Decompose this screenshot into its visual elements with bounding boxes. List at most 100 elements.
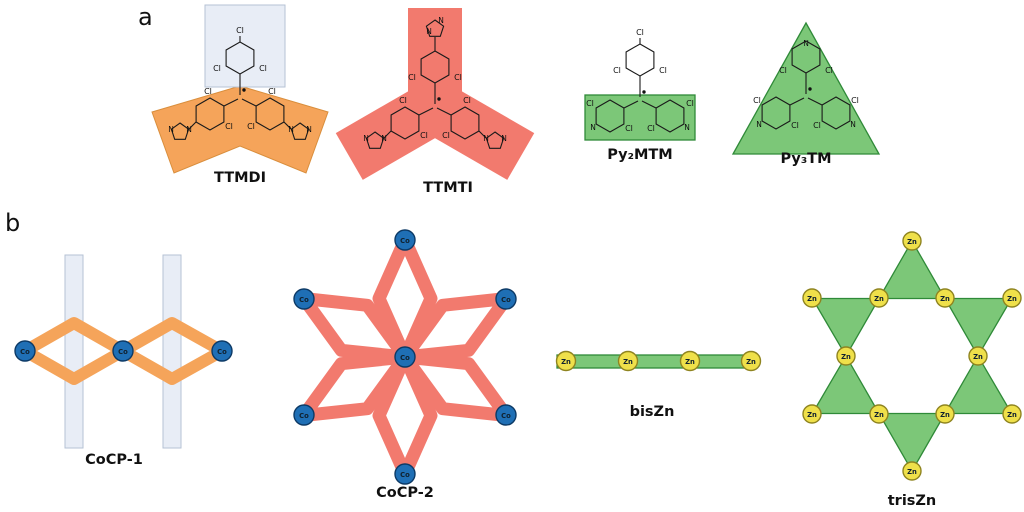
molecule-py2mtm: Cl Cl Cl Cl Cl Cl Cl N N: [584, 28, 696, 141]
zn-node: [802, 404, 822, 424]
triszn-triangle: [811, 297, 881, 358]
zn-node: [555, 350, 577, 372]
cl-label: Cl: [686, 99, 694, 108]
n-label: N: [438, 16, 444, 25]
co-node-label: Co: [118, 348, 128, 356]
cl-label: Cl: [851, 96, 859, 105]
py2mtm-name: Py₂MTM: [607, 147, 672, 163]
cl-label: Cl: [236, 26, 244, 35]
ttmdi-blue-panel: [204, 4, 286, 88]
zn-node-label: Zn: [907, 238, 917, 246]
co-node: [293, 288, 315, 310]
zn-node: [1002, 404, 1022, 424]
co-node-label: Co: [400, 354, 410, 362]
triszn-triangle: [877, 412, 947, 473]
zn-node: [935, 288, 955, 308]
radical-dot: [808, 87, 812, 91]
zn-node: [802, 288, 822, 308]
co-node: [495, 288, 517, 310]
triszn-triangle: [943, 297, 1013, 358]
cl-label: Cl: [791, 121, 799, 130]
bond: [188, 121, 197, 130]
n-label: N: [288, 125, 294, 134]
bond: [241, 98, 257, 107]
zn-node: [679, 350, 701, 372]
molecule-ttmdi: Cl Cl Cl Cl Cl Cl Cl N N N N: [151, 4, 329, 174]
zn-node-label: Zn: [1007, 411, 1017, 419]
cocp1-co-nodes: Co Co Co: [14, 340, 233, 362]
zn-node-label: Zn: [940, 295, 950, 303]
n-label: N: [684, 123, 690, 132]
triszn-name: trisZn: [888, 493, 937, 509]
zn-node-label: Zn: [907, 468, 917, 476]
cl-label: Cl: [225, 122, 233, 131]
co-node-label: Co: [299, 412, 309, 420]
triszn-triangle: [943, 354, 1013, 415]
zn-node: [1002, 288, 1022, 308]
cl-label: Cl: [825, 66, 833, 75]
cocp1-pillar: [162, 254, 182, 449]
zn-node-label: Zn: [807, 295, 817, 303]
zn-node: [869, 288, 889, 308]
cl-label: Cl: [204, 87, 212, 96]
cocp2-co-nodes: Co Co Co Co Co Co Co: [293, 229, 517, 485]
cl-label: Cl: [753, 96, 761, 105]
n-label: N: [186, 125, 192, 134]
n-label: N: [363, 134, 369, 143]
radical-dot: [242, 88, 246, 92]
zn-node: [836, 346, 856, 366]
cl-label: Cl: [259, 64, 267, 73]
cl-label: Cl: [647, 124, 655, 133]
triszn-zn-nodes: Zn Zn Zn Zn Zn Zn Zn Zn Zn Zn Zn Zn: [802, 231, 1022, 481]
bond: [383, 130, 392, 139]
cocp1-name: CoCP-1: [85, 452, 143, 468]
cl-label: Cl: [399, 96, 407, 105]
cl-label: Cl: [636, 28, 644, 37]
n-label: N: [756, 120, 762, 129]
molecule-ttmti: Cl Cl Cl Cl Cl Cl N N N N N N: [335, 8, 535, 180]
ttmti-name: TTMTI: [423, 180, 473, 196]
n-label: N: [850, 120, 856, 129]
cl-label: Cl: [213, 64, 221, 73]
cl-label: Cl: [408, 73, 416, 82]
zn-node-label: Zn: [973, 353, 983, 361]
zn-node-label: Zn: [874, 295, 884, 303]
n-label: N: [426, 27, 432, 36]
cl-label: Cl: [779, 66, 787, 75]
bond: [789, 97, 805, 106]
bond: [478, 130, 487, 139]
co-node: [495, 404, 517, 426]
zn-node-label: Zn: [940, 411, 950, 419]
cl-label: Cl: [268, 87, 276, 96]
py3tm-name: Py₃TM: [780, 151, 831, 167]
zn-node: [617, 350, 639, 372]
co-node-label: Co: [501, 412, 511, 420]
cocp2-name: CoCP-2: [376, 485, 434, 501]
benzene-ring: [625, 43, 655, 77]
assembly-biszn: Zn Zn Zn Zn: [555, 350, 762, 372]
zn-node-label: Zn: [1007, 295, 1017, 303]
molecule-py3tm: N Cl Cl Cl Cl Cl Cl N N: [731, 21, 881, 155]
assembly-triszn: Zn Zn Zn Zn Zn Zn Zn Zn Zn Zn Zn Zn: [802, 231, 1022, 481]
cl-label: Cl: [625, 124, 633, 133]
bond: [223, 98, 239, 107]
zn-node-label: Zn: [841, 353, 851, 361]
bond: [623, 100, 639, 109]
biszn-green-bar: [556, 354, 757, 369]
bond: [436, 107, 452, 116]
n-label: N: [306, 125, 312, 134]
ttmti-bonds: [383, 37, 487, 139]
co-node-label: Co: [501, 296, 511, 304]
zn-node: [869, 404, 889, 424]
radical-dot: [437, 97, 441, 101]
co-node-label: Co: [299, 296, 309, 304]
triszn-triangle: [877, 239, 947, 300]
co-node: [394, 463, 416, 485]
cocp1-pillar: [64, 254, 84, 449]
cl-label: Cl: [659, 66, 667, 75]
bond: [283, 121, 292, 130]
co-node-label: Co: [20, 348, 30, 356]
triszn-triangle: [811, 354, 881, 415]
ttmdi-name: TTMDI: [214, 170, 266, 186]
